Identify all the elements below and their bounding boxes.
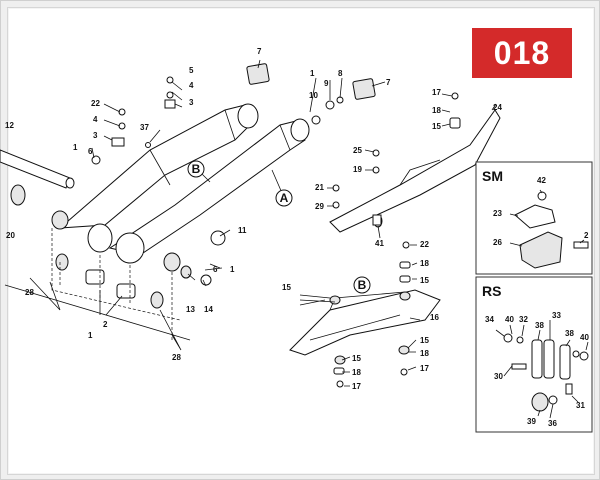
label-9: 9 [324, 79, 329, 88]
label-17a: 17 [432, 88, 441, 97]
slider-bolts [332, 149, 411, 388]
callout-a: A [275, 189, 293, 207]
label-39: 39 [527, 417, 536, 426]
label-15b: 15 [420, 276, 429, 285]
diagram-number-badge: 018 [472, 28, 572, 78]
label-17b: 17 [420, 364, 429, 373]
label-38a: 38 [535, 321, 544, 330]
label-23: 23 [493, 209, 502, 218]
label-31: 31 [576, 401, 585, 410]
label-25: 25 [353, 146, 362, 155]
label-29: 29 [315, 202, 324, 211]
label-16: 16 [430, 313, 439, 322]
label-12: 12 [5, 121, 14, 130]
leader-lines-left [4, 59, 386, 351]
label-15e: 15 [352, 354, 361, 363]
callout-b-left: B [187, 160, 205, 178]
label-7b: 7 [386, 78, 391, 87]
label-33: 33 [552, 311, 561, 320]
label-18a: 18 [432, 106, 441, 115]
label-34: 34 [485, 315, 494, 324]
sm-panel: SM [475, 161, 593, 275]
label-1b: 1 [310, 69, 315, 78]
label-22a: 22 [91, 99, 100, 108]
label-18b: 18 [420, 259, 429, 268]
label-8: 8 [338, 69, 343, 78]
pivot-bearings [10, 184, 226, 309]
label-2-sm: 2 [584, 231, 589, 240]
label-19: 19 [353, 165, 362, 174]
chain-adjuster-blocks [246, 63, 376, 100]
callout-b-right: B [353, 276, 371, 294]
rs-panel: RS [475, 276, 593, 433]
label-14: 14 [204, 305, 213, 314]
label-15a: 15 [432, 122, 441, 131]
callout-b-right-label: B [358, 278, 367, 292]
label-4b: 4 [93, 115, 98, 124]
label-13: 13 [186, 305, 195, 314]
label-42: 42 [537, 176, 546, 185]
label-36: 36 [548, 419, 557, 428]
label-22b: 22 [420, 240, 429, 249]
label-30: 30 [494, 372, 503, 381]
pivot-shaft [0, 149, 75, 189]
label-1c: 1 [230, 265, 235, 274]
label-2: 2 [103, 320, 108, 329]
label-15c: 15 [282, 283, 291, 292]
leader-lines-center [299, 93, 497, 387]
swingarm-left-arm [58, 103, 310, 256]
label-18c: 18 [420, 349, 429, 358]
label-6a: 6 [88, 147, 93, 156]
label-3a: 3 [189, 98, 194, 107]
label-20: 20 [6, 231, 15, 240]
label-17c: 17 [352, 382, 361, 391]
label-1d: 1 [88, 331, 93, 340]
label-6b: 6 [213, 265, 218, 274]
label-26: 26 [493, 238, 502, 247]
label-3b: 3 [93, 131, 98, 140]
label-5: 5 [189, 66, 194, 75]
sm-panel-title: SM [482, 168, 503, 184]
chain-guide [329, 92, 501, 233]
label-28a: 28 [25, 288, 34, 297]
label-1a: 1 [73, 143, 78, 152]
label-32: 32 [519, 315, 528, 324]
label-40a: 40 [505, 315, 514, 324]
callout-a-label: A [280, 191, 289, 205]
swingarm-pivot-bushings [51, 210, 181, 272]
label-15d: 15 [420, 336, 429, 345]
label-24: 24 [493, 103, 502, 112]
small-bolts [91, 76, 344, 165]
label-10: 10 [309, 91, 318, 100]
label-40b: 40 [580, 333, 589, 342]
label-18d: 18 [352, 368, 361, 377]
label-4a: 4 [189, 81, 194, 90]
label-28b: 28 [172, 353, 181, 362]
label-41: 41 [375, 239, 384, 248]
label-21: 21 [315, 183, 324, 192]
label-11: 11 [238, 226, 247, 235]
callout-b-left-label: B [192, 162, 201, 176]
label-7a: 7 [257, 47, 262, 56]
label-37: 37 [140, 123, 149, 132]
rs-panel-title: RS [482, 283, 501, 299]
label-38b: 38 [565, 329, 574, 338]
part-labels: 7 7 5 4 3 22 4 3 37 1 6 12 20 1 10 9 8 1… [5, 47, 589, 428]
